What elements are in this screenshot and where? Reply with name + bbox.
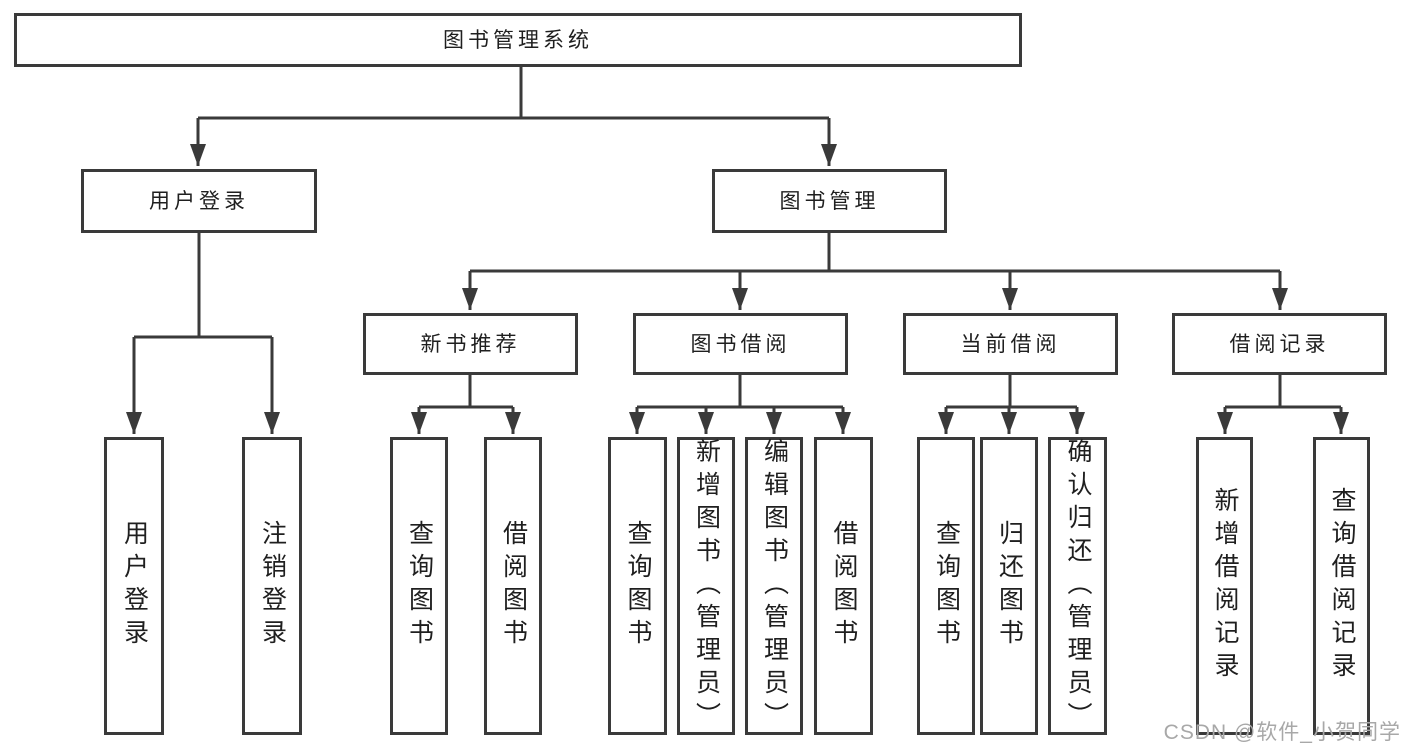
node-book-borrowing: 图书借阅 [633, 313, 848, 375]
node-label: 借阅记录 [1229, 332, 1330, 356]
leaf-br-add-record: 新增借阅记录 [1196, 437, 1253, 735]
trunk-current [946, 375, 1077, 409]
node-label: 编辑图书（管理员） [760, 437, 789, 735]
leaf-cb-return-books: 归还图书 [980, 437, 1038, 735]
trunk-records [1225, 375, 1341, 409]
leaf-nb-borrow-books: 借阅图书 [484, 437, 542, 735]
trunk-new-books [419, 375, 513, 409]
trunk-root [198, 67, 829, 120]
node-label: 注销登录 [258, 520, 287, 652]
node-label: 新增借阅记录 [1211, 487, 1239, 685]
node-label: 确认归还（管理员） [1064, 437, 1092, 735]
leaf-nb-query-books: 查询图书 [390, 437, 448, 735]
node-label: 用户登录 [149, 189, 249, 213]
node-label: 查询图书 [624, 520, 652, 652]
node-label: 借阅图书 [830, 520, 858, 652]
node-label: 图书管理 [779, 189, 880, 213]
node-label: 归还图书 [995, 520, 1024, 652]
node-label: 查询借阅记录 [1328, 487, 1356, 685]
leaf-br-query-record: 查询借阅记录 [1313, 437, 1370, 735]
trunk-borrowing [637, 375, 843, 409]
trunk-book-mgmt [470, 233, 1280, 273]
leaf-user-login: 用户登录 [104, 437, 164, 735]
node-label: 新增图书（管理员） [692, 437, 721, 735]
node-label: 查询图书 [405, 520, 434, 652]
leaf-logout: 注销登录 [242, 437, 302, 735]
node-user-login: 用户登录 [81, 169, 317, 233]
csdn-watermark: CSDN @软件_小贺同学 [1163, 721, 1401, 744]
leaf-bb-edit-books-admin: 编辑图书（管理员） [745, 437, 803, 735]
node-label: 新书推荐 [420, 332, 521, 356]
node-label: 查询图书 [932, 520, 961, 652]
leaf-cb-confirm-return-admin: 确认归还（管理员） [1048, 437, 1107, 735]
leaf-bb-borrow-books: 借阅图书 [814, 437, 873, 735]
trunk-user-login [134, 233, 272, 339]
leaf-bb-add-books-admin: 新增图书（管理员） [677, 437, 735, 735]
leaf-cb-query-books: 查询图书 [917, 437, 975, 735]
node-label: 图书借阅 [690, 332, 791, 356]
node-label: 用户登录 [120, 520, 149, 652]
node-borrow-records: 借阅记录 [1172, 313, 1387, 375]
node-book-management: 图书管理 [712, 169, 947, 233]
node-current-borrowing: 当前借阅 [903, 313, 1118, 375]
node-new-book-recommend: 新书推荐 [363, 313, 578, 375]
node-label: 借阅图书 [499, 520, 528, 652]
node-label: 图书管理系统 [443, 28, 593, 52]
node-label: 当前借阅 [960, 332, 1061, 356]
leaf-bb-query-books: 查询图书 [608, 437, 667, 735]
node-root-system: 图书管理系统 [14, 13, 1022, 67]
